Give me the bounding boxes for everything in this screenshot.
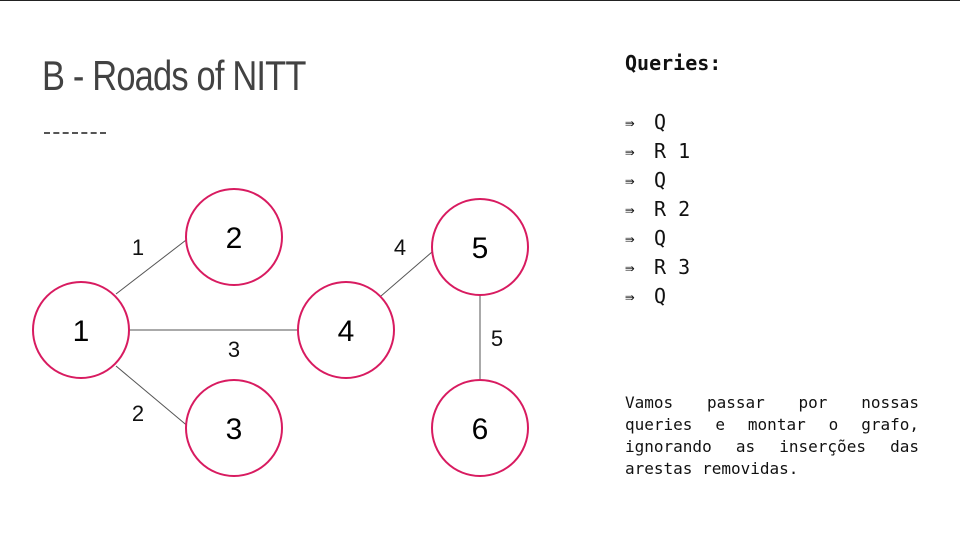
node-6-circle <box>431 379 529 477</box>
edge-label-5-6: 5 <box>491 326 503 351</box>
query-item: ⇛Q <box>625 224 690 253</box>
node-2: 2 <box>185 188 283 286</box>
query-text: Q <box>654 168 667 192</box>
query-item: ⇛Q <box>625 166 690 195</box>
node-3: 3 <box>185 379 283 477</box>
arrow-icon: ⇛ <box>625 258 635 277</box>
query-text: Q <box>654 226 667 250</box>
node-3-label: 3 <box>226 413 243 446</box>
graph-diagram: 1 2 3 4 5 1 2 3 4 5 6 <box>32 188 529 477</box>
top-border <box>0 0 960 1</box>
node-2-circle <box>185 188 283 286</box>
node-5: 5 <box>431 198 529 296</box>
arrow-icon: ⇛ <box>625 113 635 132</box>
node-5-label: 5 <box>472 232 489 265</box>
arrow-icon: ⇛ <box>625 200 635 219</box>
query-item: ⇛Q <box>625 108 690 137</box>
node-1-label: 1 <box>73 315 90 348</box>
node-6: 6 <box>431 379 529 477</box>
edge-label-1-3: 2 <box>132 401 144 426</box>
node-4-label: 4 <box>338 315 355 348</box>
edge-1-2 <box>115 236 191 295</box>
query-text: R 2 <box>654 197 691 221</box>
query-item: ⇛ R 1 <box>625 137 690 166</box>
queries-panel: Queries: ⇛Q ⇛R 1 ⇛Q ⇛R 2 ⇛Q ⇛R 3 ⇛Q Vamo… <box>625 50 919 478</box>
edge-4-5 <box>380 251 433 297</box>
node-1: 1 <box>32 281 130 379</box>
node-6-label: 6 <box>472 413 489 446</box>
query-item: ⇛ R 3 <box>625 253 690 282</box>
arrow-icon: ⇛ <box>625 287 635 306</box>
query-item: ⇛Q <box>625 282 690 311</box>
query-text: Q <box>654 110 667 134</box>
arrow-icon: ⇛ <box>625 229 635 248</box>
arrow-icon: ⇛ <box>625 171 635 190</box>
query-text: R 1 <box>654 139 691 163</box>
node-4: 4 <box>297 281 395 379</box>
edge-1-3 <box>115 365 191 429</box>
query-text: Q <box>654 284 667 308</box>
arrow-icon: ⇛ <box>625 142 635 161</box>
node-4-circle <box>297 281 395 379</box>
edge-label-1-4: 3 <box>228 337 240 362</box>
node-3-circle <box>185 379 283 477</box>
query-list: ⇛Q ⇛R 1 ⇛Q ⇛R 2 ⇛Q ⇛R 3 ⇛Q <box>625 108 690 311</box>
slide-title: B - Roads of NITT <box>42 52 306 99</box>
queries-heading: Queries: <box>625 51 722 75</box>
edge-label-1-2: 1 <box>132 235 144 260</box>
node-1-circle <box>32 281 130 379</box>
node-5-circle <box>431 198 529 296</box>
title-underline <box>44 132 106 134</box>
edge-label-4-5: 4 <box>394 235 406 260</box>
query-text: R 3 <box>654 255 691 279</box>
query-item: ⇛ R 2 <box>625 195 690 224</box>
node-2-label: 2 <box>226 222 243 255</box>
description-text: Vamos passar por nossas queries e montar… <box>625 393 919 478</box>
